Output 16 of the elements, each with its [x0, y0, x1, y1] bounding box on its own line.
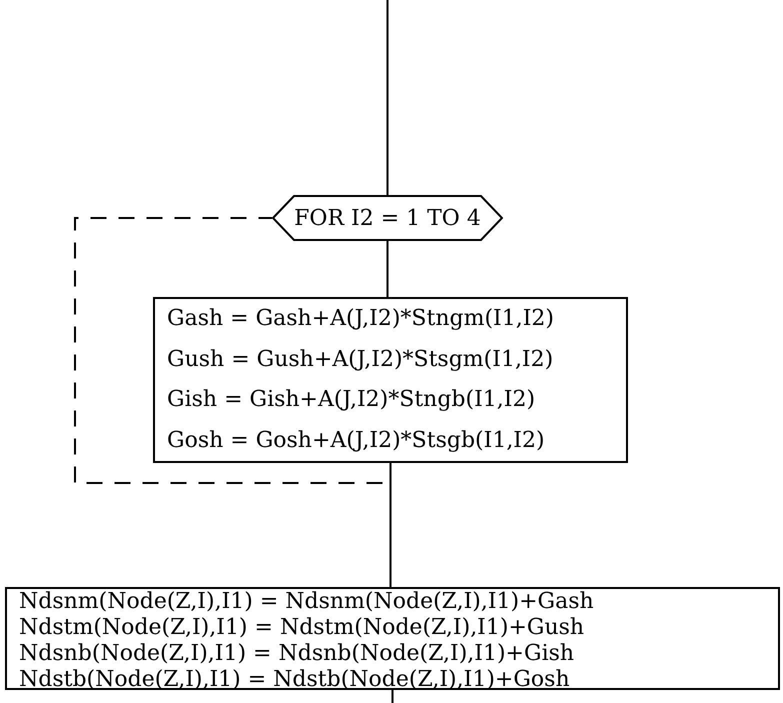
- process-box: [5, 587, 780, 690]
- statement-text: Gash = Gash+A(J,I2)*Stngm(I1,I2): [167, 306, 555, 332]
- flow-line: [386, 0, 388, 195]
- statement-text: Gosh = Gosh+A(J,I2)*Stsgb(I1,I2): [167, 428, 546, 454]
- process-box: [153, 297, 628, 463]
- dashed-loop-connector: [74, 217, 392, 484]
- flow-line: [392, 690, 394, 703]
- statement-text: Ndstb(Node(Z,I),I1) = Ndstb(Node(Z,I),I1)+Gosh: [19, 667, 571, 693]
- statement-text: Gish = Gish+A(J,I2)*Stngb(I1,I2): [167, 387, 536, 414]
- statement-text: Ndstm(Node(Z,I),I1) = Ndstm(Node(Z,I),I1)+Gush: [19, 615, 586, 641]
- loop-header-text: FOR I2 = 1 TO 4: [294, 204, 481, 232]
- flow-line: [386, 241, 388, 297]
- loop-hexagon: [272, 195, 503, 241]
- statement-text: Gush = Gush+A(J,I2)*Stsgm(I1,I2): [167, 346, 554, 373]
- statement-text: Ndsnb(Node(Z,I),I1) = Ndsnb(Node(Z,I),I1)+Gish: [19, 641, 576, 667]
- statement-text: Ndsnm(Node(Z,I),I1) = Ndsnm(Node(Z,I),I1)+Gash: [19, 589, 595, 615]
